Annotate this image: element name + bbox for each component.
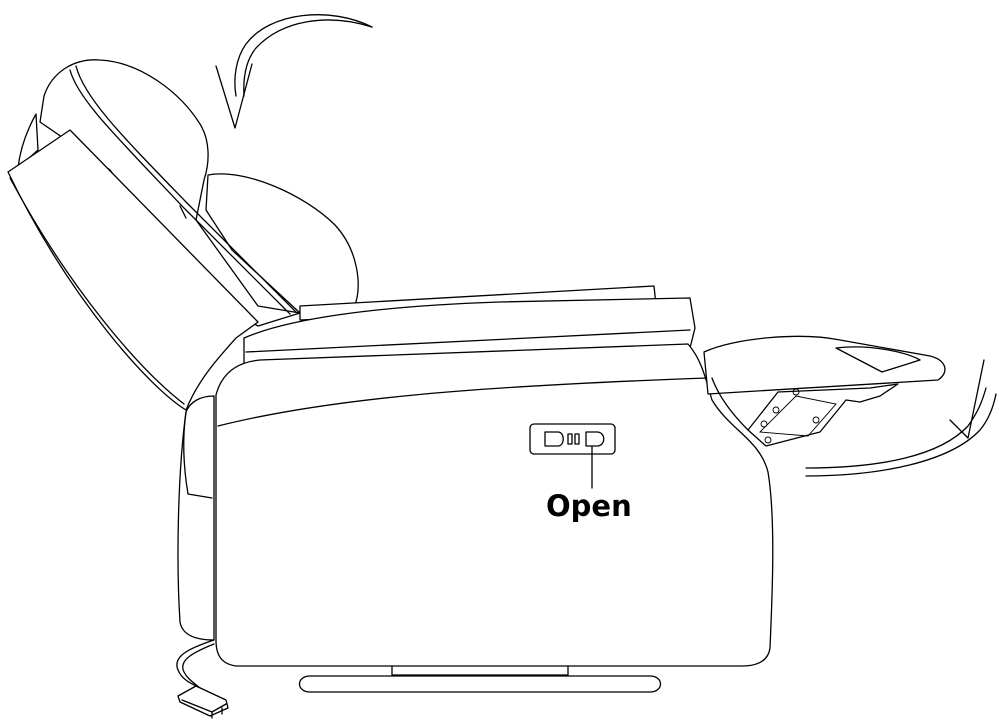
open-label: Open bbox=[546, 489, 632, 523]
side-panel bbox=[216, 344, 773, 666]
recline-back-arrow-icon bbox=[216, 15, 372, 128]
base bbox=[300, 666, 661, 692]
rear-panel bbox=[178, 396, 214, 640]
footrest bbox=[704, 336, 945, 446]
